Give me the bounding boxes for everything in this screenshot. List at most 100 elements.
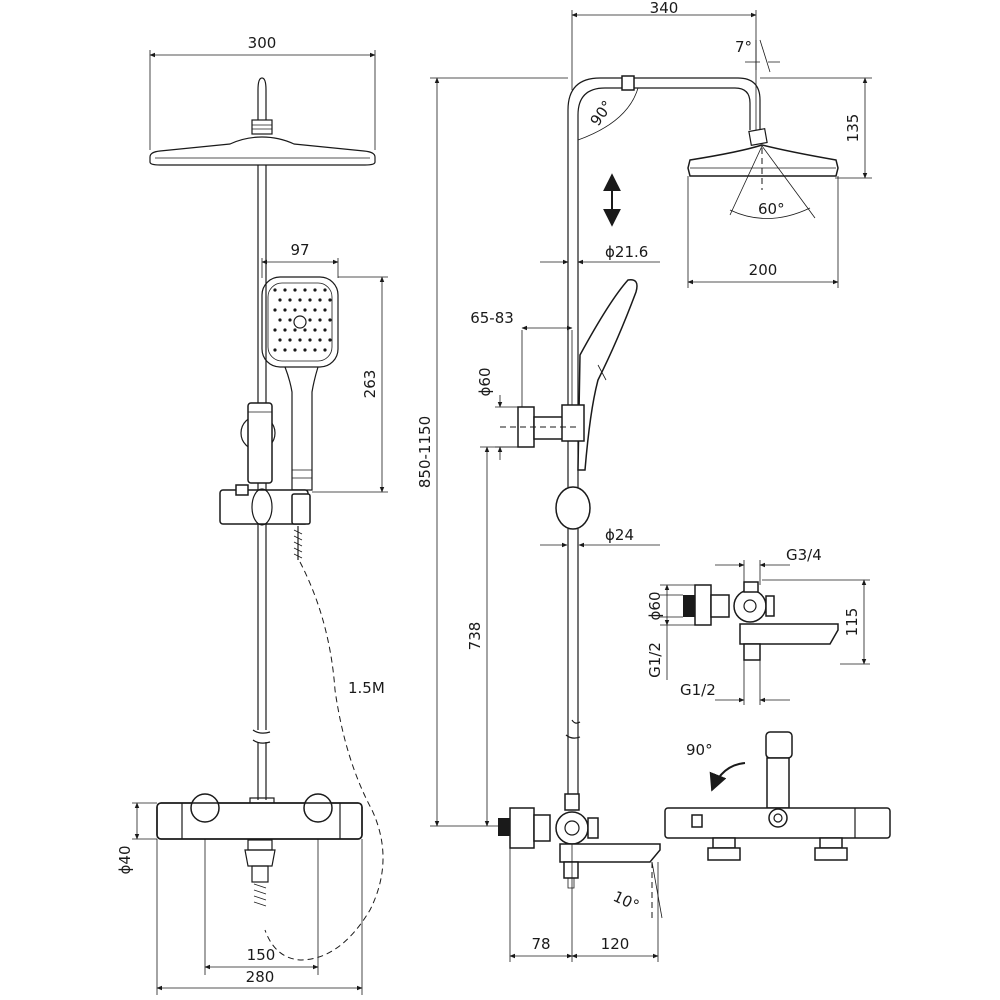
dim-label-head-height: 135: [844, 114, 862, 143]
rotated-mixer: [664, 731, 891, 861]
dim-label-valve-height: 738: [466, 622, 484, 651]
dim-handshower: 97 263: [261, 241, 388, 493]
nozzle-dot: [293, 328, 297, 332]
overhead-shower-side: 60°: [687, 128, 839, 219]
nozzle-dot: [323, 308, 327, 312]
dim-label-spout-angle: 10°: [610, 887, 642, 915]
dim-pipe-upper: ϕ21.6: [540, 243, 660, 265]
dim-label-spray-angle: 60°: [758, 200, 785, 218]
dim-label-head-width: 300: [248, 34, 277, 52]
dim-inlet-thread-bottom: G1/2: [680, 660, 790, 705]
nozzle-dot: [308, 318, 312, 322]
dim-height-range: 850-1150: [416, 77, 568, 827]
nozzle-dot: [303, 348, 307, 352]
dim-label-inlet-diameter: ϕ40: [116, 846, 134, 875]
dim-label-tilt-angle: 7°: [735, 38, 752, 56]
hose-length-label: 1.5M: [348, 679, 385, 697]
dim-label-spout-reach: 120: [601, 935, 630, 953]
nozzle-dot: [313, 288, 317, 292]
dim-label-inlet-thread-bottom: G1/2: [680, 681, 716, 699]
rotation-angle-label: 90°: [686, 741, 713, 759]
spray-nozzles: [273, 288, 332, 352]
bracket-side: ϕ60: [476, 368, 585, 460]
dim-label-wall-offset: 78: [531, 935, 550, 953]
riser-pipe-side: 90°: [565, 75, 761, 800]
nozzle-dot: [283, 328, 287, 332]
dim-pipe-lower: ϕ24: [540, 526, 660, 548]
hose: 1.5M: [264, 526, 385, 961]
dim-head-width: 300: [149, 34, 376, 150]
dim-body-height: 115: [762, 579, 870, 665]
nozzle-dot: [288, 298, 292, 302]
nozzle-dot: [328, 298, 332, 302]
dim-outlet-thread: G3/4: [715, 546, 822, 585]
nozzle-dot: [313, 348, 317, 352]
nozzle-dot: [278, 298, 282, 302]
nozzle-dot: [308, 338, 312, 342]
nozzle-dot: [293, 308, 297, 312]
dim-bottom: 78 120: [509, 844, 659, 962]
dim-label-inlet-spacing: 150: [247, 946, 276, 964]
nozzle-dot: [293, 288, 297, 292]
nozzle-dot: [298, 298, 302, 302]
dim-label-arm-angle: 90°: [587, 97, 617, 129]
nozzle-dot: [288, 318, 292, 322]
dim-label-pipe-upper: ϕ21.6: [605, 243, 648, 261]
nozzle-dot: [298, 338, 302, 342]
dim-body: ϕ40 150 280: [116, 802, 363, 995]
nozzle-dot: [328, 338, 332, 342]
dim-label-pipe-lower: ϕ24: [605, 526, 634, 544]
nozzle-dot: [313, 328, 317, 332]
hand-shower: [261, 276, 339, 491]
nozzle-dot: [278, 318, 282, 322]
dim-label-body-height: 115: [843, 608, 861, 637]
nozzle-dot: [308, 298, 312, 302]
nozzle-dot: [328, 318, 332, 322]
dim-label-inlet-thread-left: G1/2: [646, 642, 664, 678]
slide-holder: [219, 484, 311, 526]
slide-holder-side: [555, 486, 591, 530]
nozzle-dot: [323, 348, 327, 352]
nozzle-dot: [273, 308, 277, 312]
nozzle-dot: [278, 338, 282, 342]
nozzle-dot: [303, 288, 307, 292]
dim-bracket-offset: 65-83: [470, 309, 573, 410]
hand-shower-side: [577, 279, 638, 471]
nozzle-dot: [323, 328, 327, 332]
dim-label-handshower-width: 97: [290, 241, 309, 259]
front-view: 300: [116, 34, 388, 995]
nozzle-dot: [283, 308, 287, 312]
nozzle-dot: [318, 338, 322, 342]
dim-label-height-range: 850-1150: [416, 416, 434, 488]
overhead-shower: [149, 77, 376, 166]
nozzle-dot: [323, 288, 327, 292]
mixer-body: [156, 793, 363, 907]
dim-head-height: 135: [760, 77, 872, 179]
nozzle-dot: [303, 308, 307, 312]
nozzle-dot: [273, 328, 277, 332]
mixer-side: 10°: [498, 793, 663, 920]
nozzle-dot: [273, 348, 277, 352]
dim-label-arm-reach: 340: [650, 0, 679, 17]
nozzle-dot: [283, 288, 287, 292]
dim-label-body-width: 280: [246, 968, 275, 986]
dim-arm-reach: 340: [571, 0, 757, 130]
nozzle-dot: [288, 338, 292, 342]
detail-body: [683, 581, 839, 661]
dim-label-bracket-diameter: ϕ60: [476, 368, 494, 397]
nozzle-dot: [273, 288, 277, 292]
dim-valve-height: 738: [466, 446, 518, 827]
dim-label-flange-diameter: ϕ60: [646, 592, 664, 621]
rail-bracket: [240, 402, 276, 484]
dim-tilt: 7°: [735, 38, 780, 73]
dim-label-bracket-offset: 65-83: [470, 309, 514, 327]
dim-flange-diameter: ϕ60: [646, 584, 700, 626]
nozzle-dot: [313, 308, 317, 312]
dim-head-diameter: 200: [687, 176, 839, 288]
nozzle-dot: [283, 348, 287, 352]
detail-view: G3/4 ϕ60 115 G1/: [646, 546, 870, 705]
nozzle-dot: [318, 318, 322, 322]
dim-inlet-thread-left: G1/2: [646, 594, 683, 680]
nozzle-dot: [318, 298, 322, 302]
